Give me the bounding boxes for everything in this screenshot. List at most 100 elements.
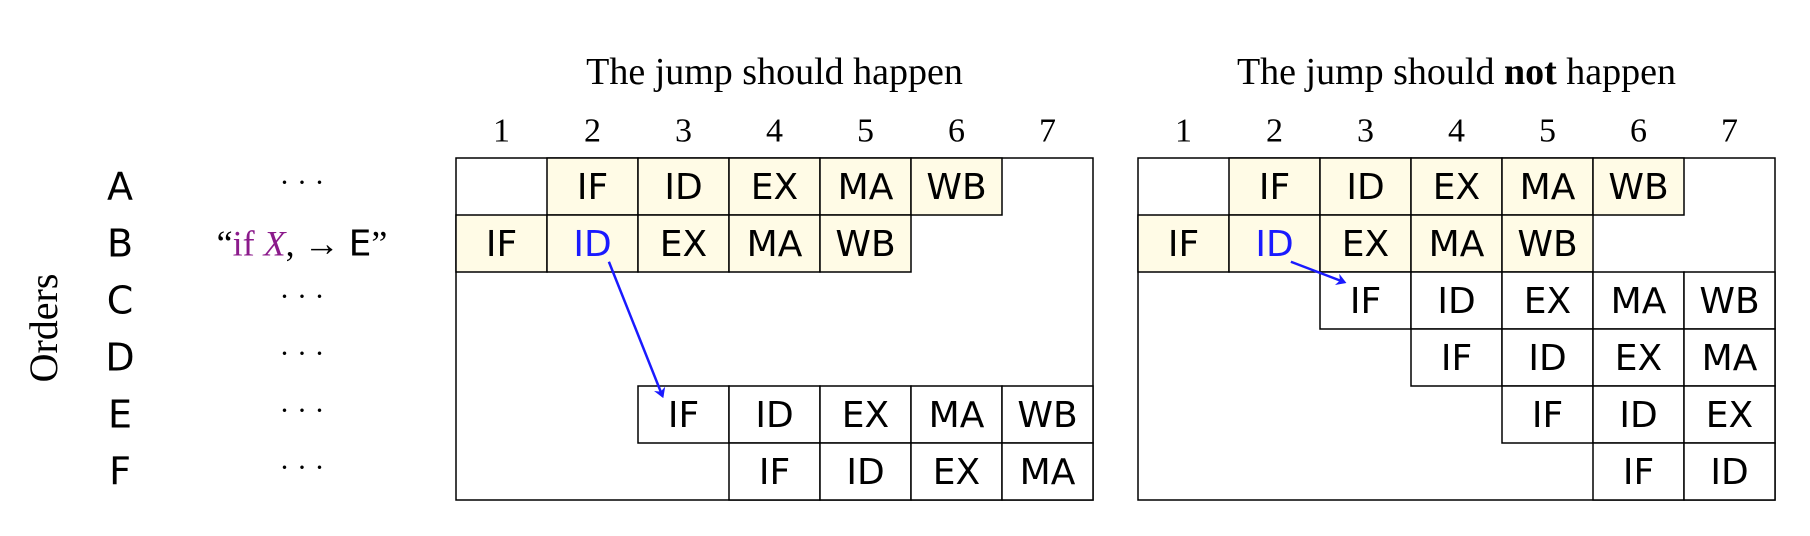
stage-cell [910,442,1003,501]
stage-cell [910,385,1003,444]
close-quote: ” [371,224,387,264]
arrow-symbol: , → [286,224,340,264]
stage-cell [1410,157,1503,216]
stage-cell [1683,328,1776,387]
stage-if: IF [1441,338,1472,379]
jump-arrow [607,261,666,399]
stage-cell [1592,442,1685,501]
stage-if: IF [1532,395,1563,436]
row-label-d: D [105,336,134,380]
stage-cell [637,385,730,444]
row-label-f: F [109,450,131,494]
column-number: 2 [584,113,601,150]
stage-ma: MA [1702,338,1758,379]
stage-id: ID [755,395,793,436]
jump-arrow [1290,260,1347,286]
column-number: 5 [1539,113,1556,150]
instruction-ellipsis: · · · [280,394,325,427]
row-label-b: B [107,222,133,266]
stage-ex: EX [1342,224,1389,265]
column-number: 2 [1266,113,1283,150]
stage-cell [728,442,821,501]
stage-id: ID [573,224,611,265]
pipeline-row-e: IF ID EX [1501,385,1776,444]
stage-cell [1228,214,1321,273]
stage-cell [1137,214,1230,273]
stage-if: IF [577,167,608,208]
space [255,224,264,264]
stage-ma: MA [929,395,985,436]
stage-ma: MA [1520,167,1576,208]
stage-cell [1228,157,1321,216]
stage-ex: EX [842,395,889,436]
stage-cell [1410,271,1503,330]
column-number: 6 [1630,113,1647,150]
instruction-ellipsis: · · · [280,337,325,370]
stage-id: ID [1437,281,1475,322]
stage-wb: WB [835,224,895,265]
stage-cell [728,214,821,273]
condition-var: X [262,224,288,264]
stage-ma: MA [1020,452,1076,493]
stage-cell [910,157,1003,216]
stage-if: IF [668,395,699,436]
if-keyword: if [233,224,255,264]
pipeline-row-d: IF ID EX MA [1410,328,1776,387]
stage-wb: WB [1517,224,1577,265]
stage-ex: EX [1615,338,1662,379]
stage-id: ID [1255,224,1293,265]
stage-id: ID [1619,395,1657,436]
stage-id: ID [1710,452,1748,493]
column-number: 5 [857,113,874,150]
stage-ma: MA [747,224,803,265]
stage-id: ID [664,167,702,208]
stage-wb: WB [1017,395,1077,436]
stage-cell [1683,442,1776,501]
stage-cell [1501,214,1594,273]
panel-title: The jump should not happen [1237,51,1676,93]
column-number: 6 [948,113,965,150]
column-number: 7 [1721,113,1738,150]
stage-if: IF [486,224,517,265]
stage-cell [637,157,730,216]
instruction-ellipsis: · · · [280,166,325,199]
stage-ex: EX [933,452,980,493]
stage-ex: EX [1706,395,1753,436]
stage-cell [637,214,730,273]
stage-wb: WB [1699,281,1759,322]
stage-cell [1001,442,1094,501]
stage-cell [1592,385,1685,444]
stage-id: ID [1528,338,1566,379]
panel-title: The jump should happen [586,51,963,93]
stage-cell [819,157,912,216]
stage-cell [1592,157,1685,216]
column-number: 1 [493,113,510,150]
instruction-ellipsis: · · · [280,280,325,313]
pipeline-row-f: IF ID [1592,442,1776,501]
target-label: E [349,223,372,264]
stage-cell [1592,328,1685,387]
stage-cell [1592,271,1685,330]
column-number: 7 [1039,113,1056,150]
stage-wb: WB [926,167,986,208]
stage-if: IF [1623,452,1654,493]
space [340,224,349,264]
row-label-e: E [108,393,132,437]
stage-if: IF [759,452,790,493]
stage-wb: WB [1608,167,1668,208]
stage-if: IF [1168,224,1199,265]
stage-ex: EX [1524,281,1571,322]
orders-axis-label: Orders [21,274,66,383]
row-label-c: C [107,279,134,323]
stage-if: IF [1259,167,1290,208]
column-number: 3 [1357,113,1374,150]
stage-cell [1410,328,1503,387]
stage-ex: EX [1433,167,1480,208]
open-quote: “ [217,224,233,264]
stage-if: IF [1350,281,1381,322]
